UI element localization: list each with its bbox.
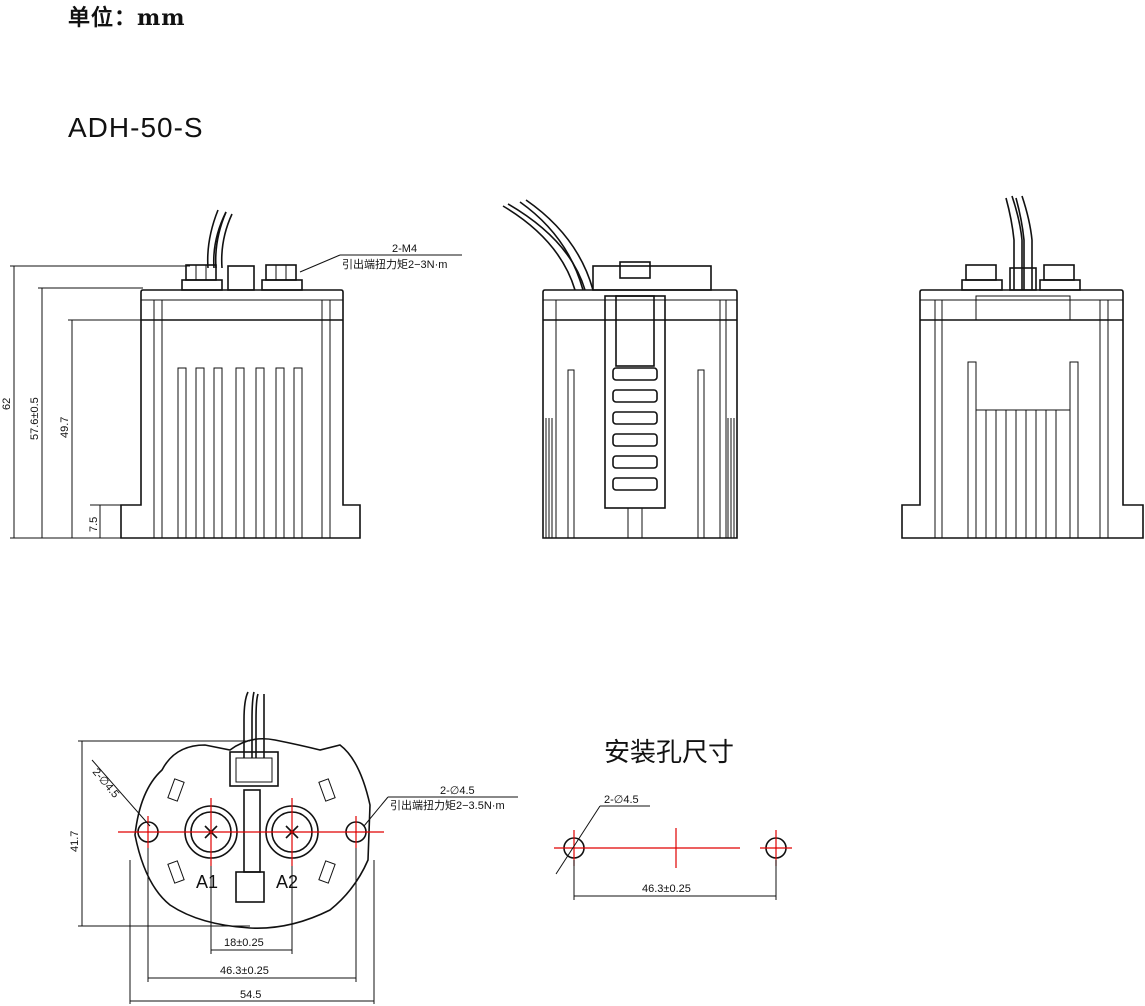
mounting-holes: 2-∅4.5 46.3±0.25 — [554, 794, 792, 900]
back-ribs — [985, 410, 1057, 538]
dim-terminal-spacing: 18±0.25 — [224, 937, 264, 949]
label-a2: A2 — [276, 872, 298, 892]
dim-case-height: 49.7 — [59, 417, 71, 438]
dim-total-height: 62 — [1, 398, 13, 410]
dim-body-height: 57.6±0.5 — [29, 397, 41, 440]
mount-dim-spacing: 46.3±0.25 — [642, 883, 691, 895]
front-terminal-left — [181, 264, 223, 291]
dim-hole-spacing: 46.3±0.25 — [220, 965, 269, 977]
dim-top-height: 41.7 — [69, 831, 81, 852]
label-a1: A1 — [196, 872, 218, 892]
top-callout-torque: 引出端扭力矩2−3.5N·m — [390, 798, 505, 812]
back-view — [901, 195, 1144, 539]
top-view: A1 A2 2-∅4.5 2-∅4.5 引出端扭力矩2−3.5N·m 41.7 … — [69, 691, 518, 1004]
top-callout-hole: 2-∅4.5 — [440, 785, 475, 797]
unit-label: 单位：mm — [68, 5, 186, 31]
dim-flange-height: 7.5 — [88, 517, 100, 532]
front-view: 2-M4 引出端扭力矩2−3N·m 62 57.6±0.5 49.7 7.5 — [1, 209, 462, 539]
side-coil — [612, 367, 658, 491]
front-callout-terminal: 2-M4 — [392, 243, 417, 255]
side-view — [502, 199, 738, 539]
dim-width: 54.5 — [240, 989, 261, 1001]
front-ribs — [177, 367, 303, 539]
front-callout-torque: 引出端扭力矩2−3N·m — [342, 257, 447, 271]
dim-top-hole: 2-∅4.5 — [90, 766, 121, 800]
mounting-title: 安装孔尺寸 — [604, 738, 735, 768]
mount-dim-hole: 2-∅4.5 — [604, 794, 639, 806]
front-terminal-right — [261, 264, 303, 291]
model-title: ADH-50-S — [68, 112, 204, 143]
